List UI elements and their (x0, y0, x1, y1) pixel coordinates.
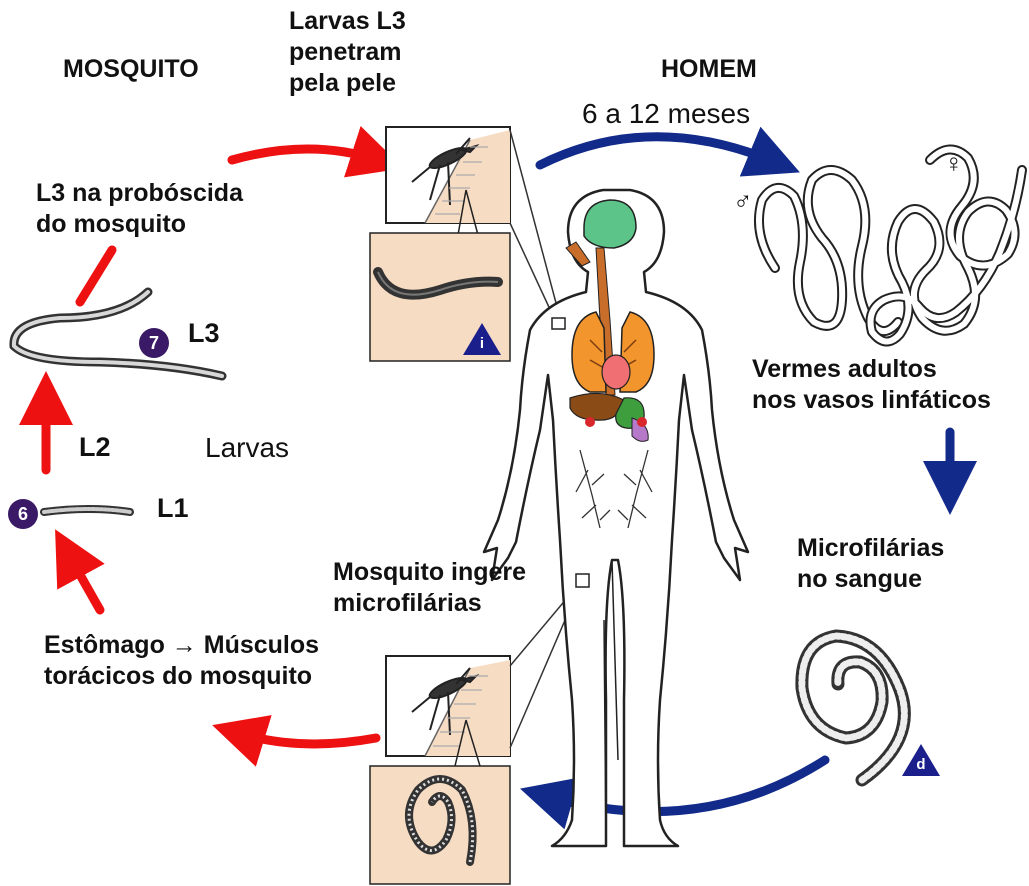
adult-worms-illustration (759, 149, 1022, 341)
incubation-period-label: 6 a 12 meses (582, 98, 750, 129)
stage-6-badge: 6 (8, 499, 38, 529)
mosquito-stage-title: MOSQUITO (63, 54, 199, 85)
human-body-illustration (484, 190, 748, 846)
l3-proboscis-label: L3 na probóscida do mosquito (36, 178, 243, 240)
microfilaria-illustration (802, 636, 904, 780)
arrow-stomach-to-l1 (68, 553, 100, 610)
leg-site-marker (576, 574, 589, 587)
arrow-to-skin (232, 149, 378, 160)
marker-i-text: i (463, 335, 501, 352)
l3-label: L3 (188, 318, 220, 349)
human-stage-title: HOMEM (661, 54, 757, 85)
l1-label: L1 (157, 493, 189, 524)
arrow-proboscis-upward (80, 250, 112, 302)
heart-illustration (602, 355, 630, 389)
marker-d-text: d (902, 756, 940, 773)
inset-mosquito-feeding-bottom (370, 656, 510, 884)
female-symbol: ♀ (944, 148, 964, 179)
arrow-inset-to-stomach (238, 733, 376, 744)
l2-label: L2 (79, 432, 111, 463)
brain-illustration (584, 200, 636, 248)
adult-worms-label: Vermes adultos nos vasos linfáticos (752, 354, 991, 416)
l1-larva-illustration (44, 509, 130, 512)
marker-d-badge: d (902, 744, 940, 776)
marker-i-badge: i (463, 323, 501, 355)
arrow-to-adult-worms (540, 137, 775, 165)
larvae-label: Larvas (205, 432, 289, 463)
larvae-penetrate-skin-label: Larvas L3 penetram pela pele (289, 6, 406, 99)
mosquito-ingests-label: Mosquito ingere microfilárias (333, 557, 526, 619)
stomach-muscles-label: Estômago → Músculos torácicos do mosquit… (44, 630, 319, 692)
stage-7-badge: 7 (139, 328, 169, 358)
microfilariae-blood-label: Microfilárias no sangue (797, 533, 944, 595)
skin-site-marker (552, 318, 565, 329)
male-symbol: ♂ (733, 186, 753, 217)
